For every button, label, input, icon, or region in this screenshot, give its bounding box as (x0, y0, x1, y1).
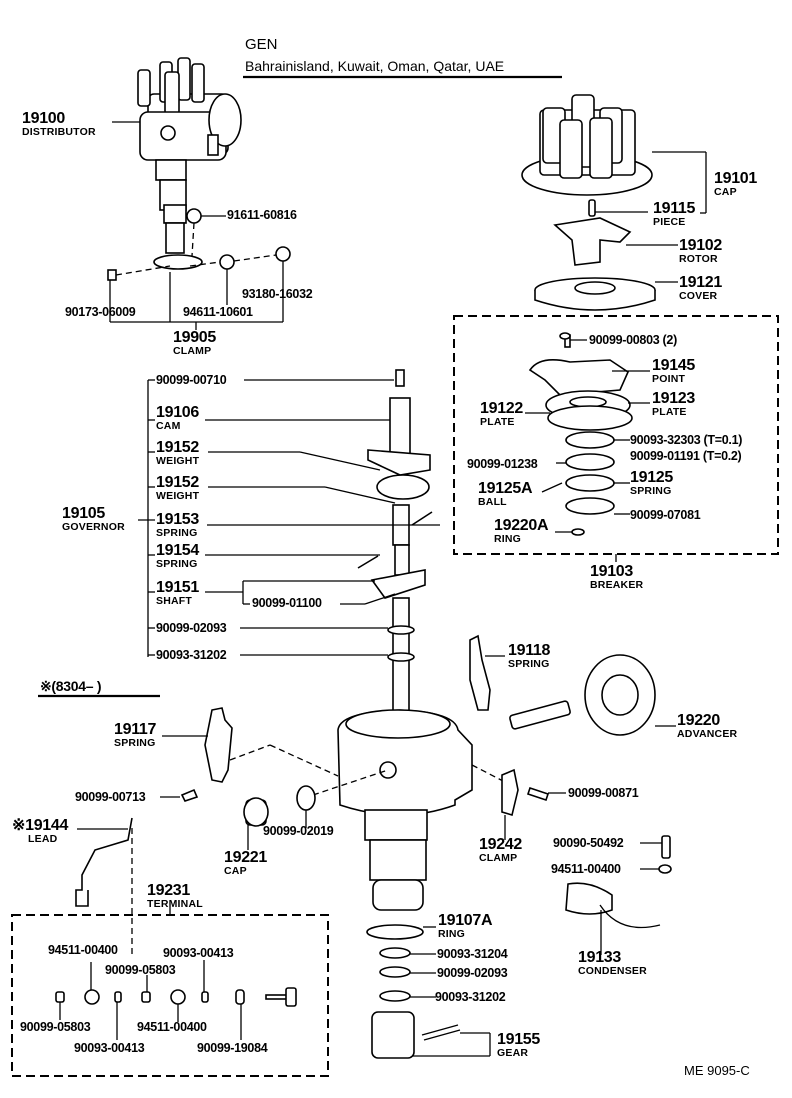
label-weight-19152-b[interactable]: 19152 WEIGHT (156, 474, 200, 502)
distributor-leaders (109, 121, 291, 330)
label-terminal-90099-19084[interactable]: 90099-19084 (197, 1041, 268, 1055)
label-cover-19121[interactable]: 19121 COVER (679, 274, 722, 302)
label-90093-31202-b[interactable]: 90093-31202 (435, 990, 506, 1004)
production-note: ※(8304– ) (40, 678, 102, 694)
label-ball-19125a[interactable]: 19125A BALL (478, 480, 533, 508)
label-terminal-90099-05803-b[interactable]: 90099-05803 (20, 1020, 91, 1034)
label-cam-19106[interactable]: 19106 CAM (156, 404, 199, 432)
label-90093-31202-a[interactable]: 90093-31202 (156, 648, 227, 662)
label-terminal-19231[interactable]: 19231 TERMINAL (147, 882, 203, 910)
label-90099-07081[interactable]: 90099-07081 (630, 508, 701, 522)
label-shaft-19151[interactable]: 19151 SHAFT (156, 579, 199, 607)
breaker-drawing (528, 332, 633, 536)
label-condenser-19133[interactable]: 19133 CONDENSER (578, 949, 647, 977)
label-90099-00710[interactable]: 90099-00710 (156, 373, 227, 387)
label-90173-06009[interactable]: 90173-06009 (65, 305, 136, 319)
breaker-leaders (525, 339, 650, 533)
label-90099-02093-a[interactable]: 90099-02093 (156, 621, 227, 635)
label-93180-16032[interactable]: 93180-16032 (242, 287, 313, 301)
right-parts-drawing (469, 634, 676, 955)
distributor-drawing (107, 57, 242, 281)
label-governor-19105[interactable]: 19105 GOVERNOR (62, 505, 125, 533)
left-parts-drawing (38, 694, 506, 958)
label-terminal-94511-00400-a[interactable]: 94511-00400 (48, 943, 118, 957)
label-90099-00871[interactable]: 90099-00871 (568, 786, 639, 800)
label-spring-19117[interactable]: 19117 SPRING (114, 721, 157, 749)
label-90099-01191[interactable]: 90099-01191 (T=0.2) (630, 449, 742, 463)
label-90099-02019[interactable]: 90099-02019 (263, 824, 334, 838)
label-terminal-90093-00413-a[interactable]: 90093-00413 (163, 946, 234, 960)
label-90093-32303[interactable]: 90093-32303 (T=0.1) (630, 433, 743, 447)
label-spring-19118[interactable]: 19118 SPRING (508, 642, 551, 670)
label-clamp-19242[interactable]: 19242 CLAMP (479, 836, 522, 864)
label-plate-19122[interactable]: 19122 PLATE (480, 400, 523, 428)
label-91611-60816[interactable]: 91611-60816 (227, 208, 297, 222)
label-terminal-94511-00400-b[interactable]: 94511-00400 (137, 1020, 207, 1034)
label-cap-19101[interactable]: 19101 CAP (714, 170, 757, 198)
housing-leaders (410, 926, 491, 1057)
label-90093-31204[interactable]: 90093-31204 (437, 947, 508, 961)
shaft-drawing (357, 369, 433, 719)
label-spring-19153[interactable]: 19153 SPRING (156, 511, 199, 539)
label-spring-19154[interactable]: 19154 SPRING (156, 542, 199, 570)
label-distributor[interactable]: 19100 DISTRIBUTOR (22, 110, 96, 138)
label-plate-19123[interactable]: 19123 PLATE (652, 390, 695, 418)
header-regions: Bahrainisland, Kuwait, Oman, Qatar, UAE (245, 58, 505, 74)
header-title: GEN (245, 36, 278, 53)
label-ring-19220a[interactable]: 19220A RING (494, 517, 549, 545)
label-piece-19115[interactable]: 19115 PIECE (653, 200, 696, 228)
label-90099-02093-b[interactable]: 90099-02093 (437, 966, 508, 980)
label-cap-19221[interactable]: 19221 CAP (224, 849, 267, 877)
breaker-box (453, 315, 779, 555)
cap-drawing (521, 94, 656, 311)
label-terminal-90093-00413-b[interactable]: 90093-00413 (74, 1041, 145, 1055)
label-ring-19107a[interactable]: 19107A RING (438, 912, 493, 940)
label-94611-10601[interactable]: 94611-10601 (183, 305, 253, 319)
label-weight-19152-a[interactable]: 19152 WEIGHT (156, 439, 200, 467)
label-94511-00400[interactable]: 94511-00400 (551, 862, 621, 876)
label-advancer-19220[interactable]: 19220 ADVANCER (677, 712, 738, 740)
label-point-19145[interactable]: 19145 POINT (652, 357, 695, 385)
label-spring-19125[interactable]: 19125 SPRING (630, 469, 673, 497)
label-gear-19155[interactable]: 19155 GEAR (497, 1031, 540, 1059)
cap-leaders (595, 151, 707, 283)
label-clamp-19905[interactable]: 19905 CLAMP (173, 329, 216, 357)
terminal-drawing (55, 960, 297, 1040)
label-rotor-19102[interactable]: 19102 ROTOR (679, 237, 722, 265)
label-breaker-19103[interactable]: 19103 BREAKER (590, 563, 644, 591)
footer-code: ME 9095-C (684, 1063, 750, 1078)
label-90090-50492[interactable]: 90090-50492 (553, 836, 624, 850)
governor-leaders (138, 379, 440, 657)
housing-drawing (337, 709, 473, 1059)
label-lead-19144[interactable]: ※19144 LEAD (12, 817, 69, 845)
label-90099-01238[interactable]: 90099-01238 (467, 457, 538, 471)
label-90099-00803[interactable]: 90099-00803 (2) (589, 333, 677, 347)
label-90099-01100[interactable]: 90099-01100 (252, 596, 322, 610)
label-90099-00713[interactable]: 90099-00713 (75, 790, 146, 804)
label-terminal-90099-05803-a[interactable]: 90099-05803 (105, 963, 176, 977)
